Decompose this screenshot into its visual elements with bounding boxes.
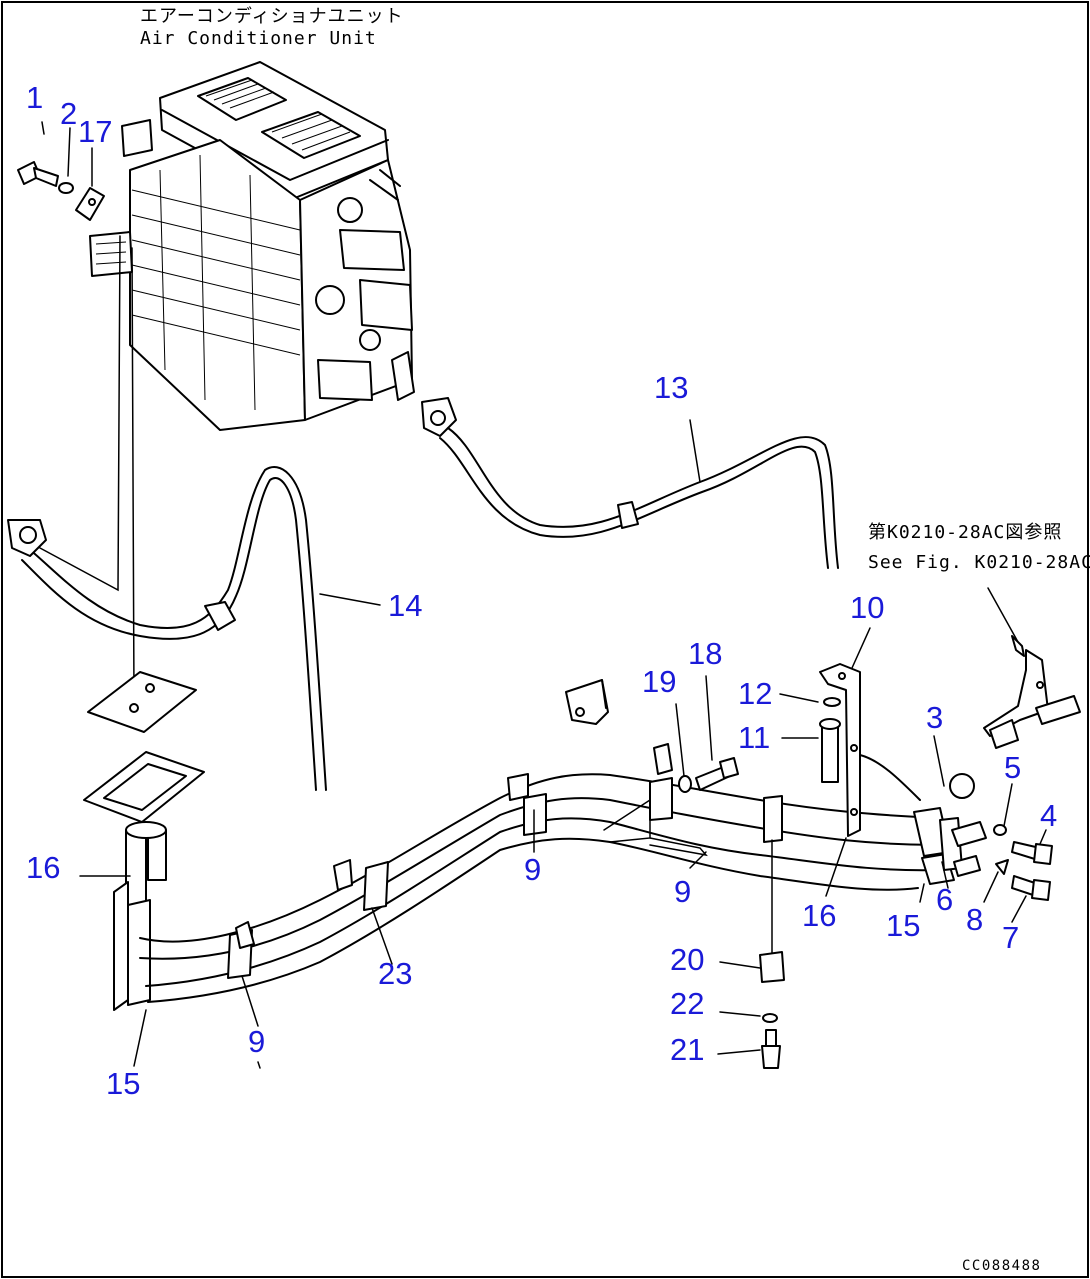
callout-21: 21: [670, 1032, 704, 1067]
callout-9-left: 9: [248, 1024, 265, 1059]
callout-2: 2: [60, 96, 77, 131]
callout-numbers: 1 2 17 13 14 10 18 19 12 11 3 5 4 16 9 9…: [26, 80, 1057, 1101]
reference-assembly: [983, 587, 1081, 749]
washer-5: [993, 824, 1007, 836]
callout-17: 17: [78, 114, 112, 149]
bolt-1: [17, 121, 59, 187]
ref-label-jp: 第K0210-28AC図参照: [868, 522, 1062, 543]
drawing-code: CC088488: [962, 1258, 1041, 1274]
bolt-7: [1011, 875, 1051, 901]
callout-13: 13: [654, 370, 688, 405]
callout-leaders: [79, 419, 1047, 1069]
washer-12: [823, 697, 841, 707]
leader-9b-box2: [649, 837, 708, 857]
hose-14: [7, 466, 327, 791]
gasket-lower: [83, 751, 205, 823]
callout-15-right: 15: [886, 908, 920, 943]
leader-17: [39, 235, 121, 592]
callout-5: 5: [1004, 750, 1021, 785]
callout-20: 20: [670, 942, 704, 977]
callout-22: 22: [670, 986, 704, 1021]
bolt-4: [1011, 841, 1053, 865]
bolt-21: [761, 1029, 781, 1069]
callout-19: 19: [642, 664, 676, 699]
washer-8: [995, 859, 1009, 875]
bracket-plate: [565, 679, 609, 725]
unit-label-en: Air Conditioner Unit: [140, 28, 377, 49]
air-conditioner-unit: [89, 61, 457, 437]
callout-16-left: 16: [26, 850, 60, 885]
unit-label-jp: エアーコンディショナユニット: [140, 6, 404, 27]
bracket-10: [819, 663, 921, 837]
callout-15-left: 15: [106, 1066, 140, 1101]
callout-9-right: 9: [674, 874, 691, 909]
callout-10: 10: [850, 590, 884, 625]
leader-9b-box: [603, 798, 651, 843]
callout-8: 8: [966, 902, 983, 937]
block-20: [759, 951, 785, 983]
washer-19: [678, 775, 692, 793]
gasket-upper: [87, 671, 197, 733]
callout-23: 23: [378, 956, 412, 991]
bolt-18: [695, 757, 739, 791]
callout-4: 4: [1040, 798, 1057, 833]
callout-6: 6: [936, 882, 953, 917]
washer-2: [58, 127, 74, 194]
callout-3: 3: [926, 700, 943, 735]
hose-assembly: [113, 743, 987, 1011]
callout-1: 1: [26, 80, 43, 115]
callout-7: 7: [1002, 920, 1019, 955]
callout-11: 11: [738, 720, 770, 755]
callout-9-middle: 9: [524, 852, 541, 887]
callout-12: 12: [738, 676, 772, 711]
ref-label-en: See Fig. K0210-28AC: [868, 552, 1090, 573]
callout-16-right: 16: [802, 898, 836, 933]
callout-14: 14: [388, 588, 422, 623]
callout-18: 18: [688, 636, 722, 671]
washer-22: [762, 1013, 778, 1023]
clip-17: [75, 147, 105, 221]
leader-gasket: [131, 247, 135, 701]
hose-13: [439, 427, 839, 569]
bolt-11: [819, 718, 841, 783]
